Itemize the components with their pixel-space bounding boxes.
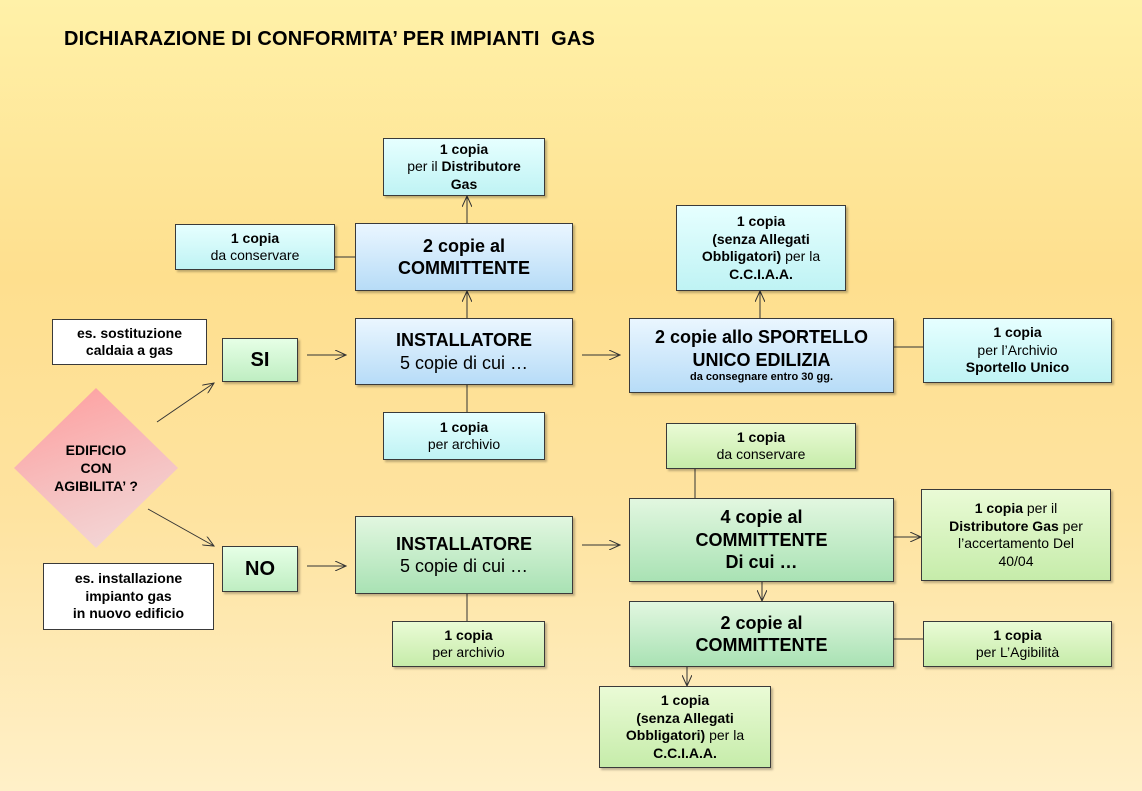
no-label-box: NO [222,546,298,592]
note-line: caldaia a gas [85,342,174,358]
copy-count: 1 copia per il [975,500,1057,518]
copy-count: 1 copia [660,692,710,708]
copy-purpose: Gas [450,175,478,192]
copy-count: 1 copia [736,213,786,229]
no-agibilita-box: 1 copia per L’Agibilità [923,621,1112,667]
yes-distributor-box: 1 copia per il Distributore Gas [383,138,545,196]
copy-purpose: per il Distributore [407,158,521,176]
copy-count: 1 copia [230,229,280,246]
yes-sportello-box: 2 copie allo SPORTELLO UNICO EDILIZIA da… [629,318,894,393]
no-example-note: es. installazione impianto gas in nuovo … [43,563,214,630]
copy-purpose: Sportello Unico [965,359,1070,376]
text-part: per il [1023,500,1058,516]
sportello-deadline: da consegnare entro 30 gg. [689,371,834,384]
no-archive-box: 1 copia per archivio [392,621,545,667]
copy-purpose: Obbligatori) per la [702,248,820,266]
note-line: in nuovo edificio [72,605,185,622]
copy-purpose: (senza Allegati [636,709,734,726]
copy-count: 1 copia [439,418,489,435]
copy-count: 1 copia [444,626,493,643]
yes-client-box: 2 copie al COMMITTENTE [355,223,573,291]
client-line: Di cui … [725,552,798,573]
yes-installer-box: INSTALLATORE 5 copie di cui … [355,318,573,385]
installer-line: 5 copie di cui … [399,556,529,576]
decision-label: EDIFICIO CON AGIBILITA’ ? [14,388,178,548]
no-distributor-box: 1 copia per il Distributore Gas per l’ac… [921,489,1111,581]
note-line: es. installazione [74,570,183,587]
copy-purpose: C.C.I.A.A. [729,265,793,282]
client-line: COMMITTENTE [398,258,530,278]
yes-cciaa-box: 1 copia (senza Allegati Obbligatori) per… [676,205,846,291]
text-part: per la [705,727,745,743]
text-part: per la [781,248,821,264]
decision-line3: AGIBILITA’ ? [54,478,138,495]
no-client2-box: 2 copie al COMMITTENTE [629,601,894,667]
arrow-decision-to-si [156,383,214,423]
sportello-line: UNICO EDILIZIA [692,349,831,370]
copy-purpose: per L’Agibilità [975,644,1060,660]
installer-line: 5 copie di cui … [399,352,529,373]
installer-line: INSTALLATORE [396,330,532,350]
decision-line1: EDIFICIO [65,441,127,458]
client-line: 2 copie al [720,612,803,633]
no-installer-box: INSTALLATORE 5 copie di cui … [355,516,573,594]
text-part: per [1058,517,1083,534]
sportello-line: 2 copie allo SPORTELLO [654,327,869,348]
copy-count: 1 copia [993,626,1042,643]
no-cciaa-box: 1 copia (senza Allegati Obbligatori) per… [599,686,771,768]
installer-line: INSTALLATORE [396,533,532,554]
copy-purpose: l’accertamento Del [958,535,1074,551]
copy-purpose: per l’Archivio [977,341,1058,358]
copy-purpose: 40/04 [998,552,1034,569]
yes-archive-box: 1 copia per archivio [383,412,545,460]
copy-purpose: da conservare [716,446,806,462]
yes-client-keep-box: 1 copia da conservare [175,224,335,270]
note-line: es. sostituzione [76,324,183,341]
decision-line2: CON [80,459,112,476]
text-part: Obbligatori) [701,248,782,264]
yes-example-note: es. sostituzione caldaia a gas [52,319,207,365]
copy-purpose: (senza Allegati [712,230,810,247]
note-line: impianto gas [85,587,172,604]
copy-count: 1 copia [993,324,1042,341]
copy-purpose: Distributore Gas per [949,518,1083,536]
arrow-decision-to-no [147,508,214,546]
copy-count: 1 copia [736,428,786,445]
copy-purpose: per archivio [432,644,505,660]
client-line: COMMITTENTE [695,635,828,655]
copy-count: 1 copia [439,140,489,157]
client-line: COMMITTENTE [695,529,828,550]
no-client4-box: 4 copie al COMMITTENTE Di cui … [629,498,894,582]
text-part: per il [407,158,442,175]
client-line: 2 copie al [422,235,506,256]
text-part: Distributore [441,158,521,175]
copy-purpose: per archivio [427,436,501,452]
copy-purpose: Obbligatori) per la [626,727,744,745]
yes-label: SI [250,348,270,371]
no-client-keep-box: 1 copia da conservare [666,423,856,469]
text-part: Distributore Gas [949,517,1059,534]
client-line: 4 copie al [720,507,803,528]
copy-purpose: C.C.I.A.A. [653,744,717,761]
copy-purpose: da conservare [210,247,300,263]
text-part: 1 copia [974,500,1023,516]
no-label: NO [245,557,275,580]
text-part: Obbligatori) [625,727,706,743]
yes-sportello-archive-box: 1 copia per l’Archivio Sportello Unico [923,318,1112,383]
yes-label-box: SI [222,338,298,382]
page-title: DICHIARAZIONE DI CONFORMITA’ PER IMPIANT… [64,28,596,50]
